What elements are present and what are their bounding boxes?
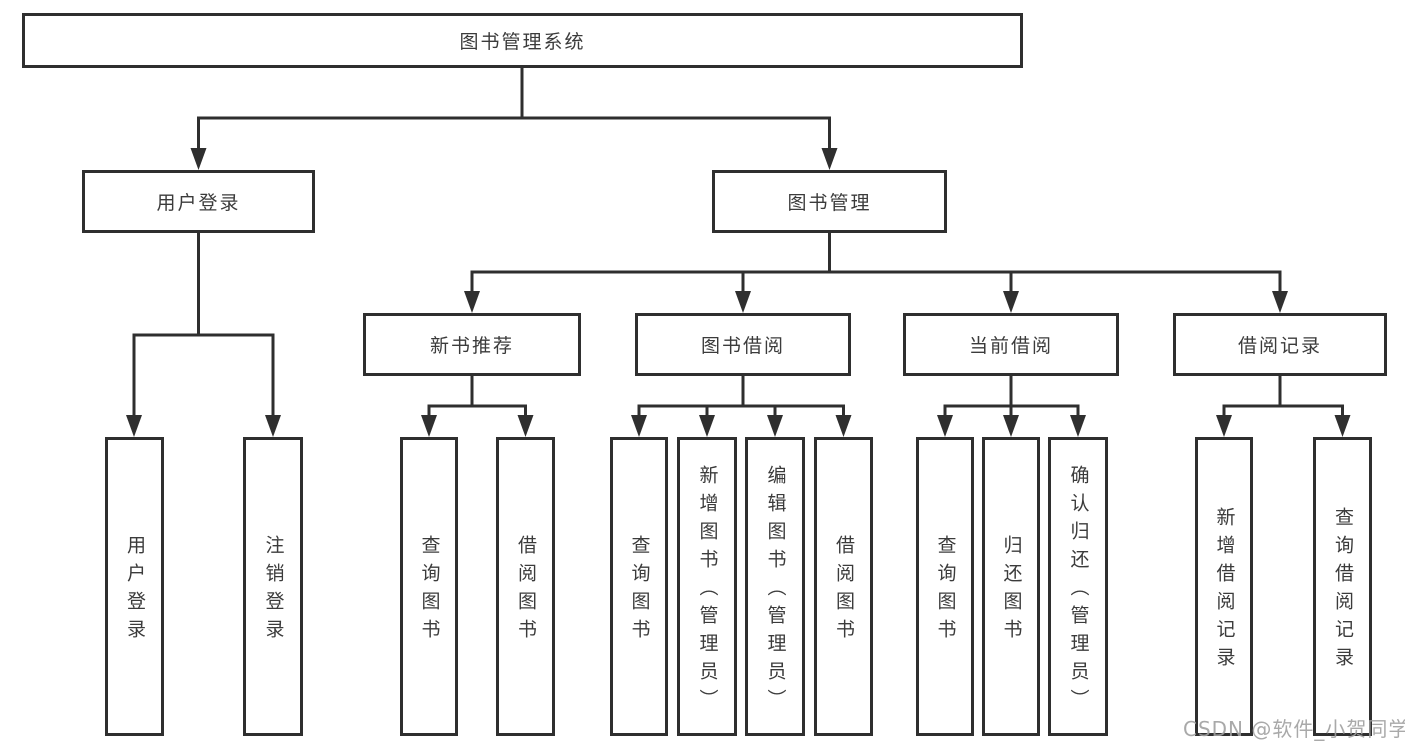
node-current-borrow-label: 当前借阅 — [968, 335, 1053, 357]
node-book-borrow-label: 图书借阅 — [700, 335, 785, 357]
node-book-borrow: 图书借阅 — [635, 313, 851, 376]
node-new-book-recommend: 新书推荐 — [363, 313, 581, 376]
node-user-login: 用户登录 — [82, 170, 315, 233]
node-new-book-recommend-label: 新书推荐 — [429, 335, 514, 357]
node-library-management-system: 图书管理系统 — [22, 13, 1023, 68]
leaf-edit-books-admin-label: 编辑图书（管理员） — [764, 465, 787, 717]
node-library-management-system-label: 图书管理系统 — [459, 31, 586, 53]
leaf-recommend-borrow-books: 借阅图书 — [496, 437, 555, 736]
leaf-logout-label: 注销登录 — [262, 535, 285, 647]
leaf-add-books-admin-label: 新增图书（管理员） — [696, 465, 719, 717]
leaf-borrow-query-books: 查询图书 — [610, 437, 668, 736]
leaf-borrow-books: 借阅图书 — [814, 437, 873, 736]
leaf-current-query-books-label: 查询图书 — [934, 535, 957, 647]
leaf-recommend-borrow-books-label: 借阅图书 — [515, 535, 537, 647]
watermark: CSDN @软件_小贺同学 — [1183, 717, 1405, 741]
leaf-borrow-books-label: 借阅图书 — [833, 535, 855, 647]
leaf-recommend-query-books: 查询图书 — [400, 437, 458, 736]
leaf-confirm-return-admin: 确认归还（管理员） — [1048, 437, 1108, 736]
leaf-current-query-books: 查询图书 — [916, 437, 974, 736]
leaf-user-login-label: 用户登录 — [124, 535, 146, 647]
node-book-management-label: 图书管理 — [787, 192, 872, 214]
leaf-add-books-admin: 新增图书（管理员） — [677, 437, 737, 736]
leaf-edit-books-admin: 编辑图书（管理员） — [745, 437, 805, 736]
leaf-recommend-query-books-label: 查询图书 — [418, 535, 441, 647]
node-current-borrow: 当前借阅 — [903, 313, 1119, 376]
node-user-login-label: 用户登录 — [156, 192, 241, 214]
node-borrow-record: 借阅记录 — [1173, 313, 1387, 376]
leaf-query-borrow-record-label: 查询借阅记录 — [1332, 507, 1354, 675]
leaf-add-borrow-record-label: 新增借阅记录 — [1213, 507, 1236, 675]
leaf-confirm-return-admin-label: 确认归还（管理员） — [1067, 465, 1090, 717]
node-borrow-record-label: 借阅记录 — [1237, 335, 1322, 357]
arrowheads — [126, 148, 1351, 437]
node-book-management: 图书管理 — [712, 170, 947, 233]
leaf-borrow-query-books-label: 查询图书 — [628, 535, 651, 647]
leaf-query-borrow-record: 查询借阅记录 — [1313, 437, 1372, 736]
leaf-user-login: 用户登录 — [105, 437, 164, 736]
leaf-return-books: 归还图书 — [982, 437, 1040, 736]
leaf-logout: 注销登录 — [243, 437, 303, 736]
leaf-return-books-label: 归还图书 — [1000, 535, 1023, 647]
leaf-add-borrow-record: 新增借阅记录 — [1195, 437, 1253, 736]
